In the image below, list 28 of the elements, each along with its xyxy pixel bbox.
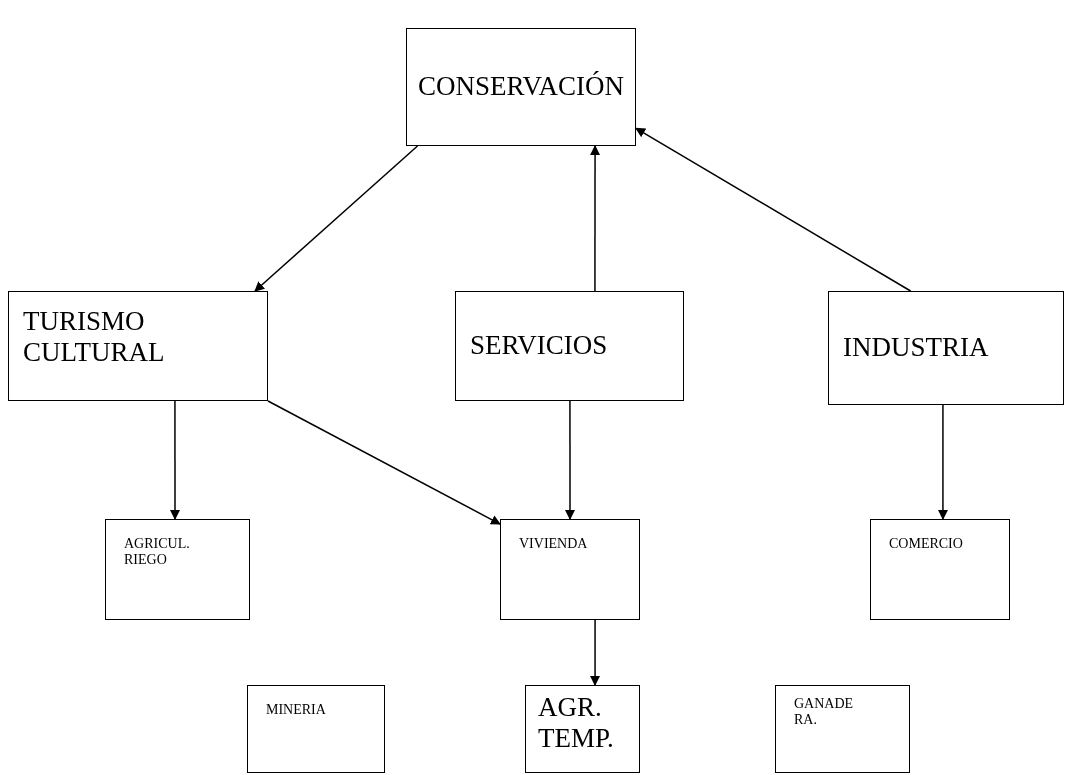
arrow <box>590 145 601 292</box>
process-box <box>525 685 640 773</box>
process-box <box>775 685 910 773</box>
process-box <box>247 685 385 773</box>
process-box <box>105 519 250 620</box>
box-label: AGR. TEMP. <box>538 692 615 755</box>
process-box <box>828 291 1064 405</box>
arrow <box>267 400 501 525</box>
process-box <box>406 28 636 146</box>
process-box <box>870 519 1010 620</box>
arrow <box>170 400 181 520</box>
process-box <box>500 519 640 620</box>
box-label: MINERIA <box>266 702 326 719</box>
box-label: SERVICIOS <box>470 330 608 362</box>
arrow <box>565 400 575 520</box>
box-label: TURISMO CULTURAL <box>23 306 166 369</box>
process-box <box>8 291 268 401</box>
process-box <box>455 291 684 401</box>
box-label: VIVIENDA <box>519 536 588 553</box>
box-label: COMERCIO <box>889 536 963 553</box>
arrow <box>635 127 912 292</box>
arrow <box>590 619 601 686</box>
box-label: INDUSTRIA <box>843 332 989 364</box>
arrow <box>937 404 948 520</box>
box-label: GANADE RA. <box>794 696 854 729</box>
box-label: AGRICUL. RIEGO <box>124 536 191 569</box>
box-label: CONSERVACIÓN <box>418 71 624 103</box>
arrow <box>254 145 419 292</box>
